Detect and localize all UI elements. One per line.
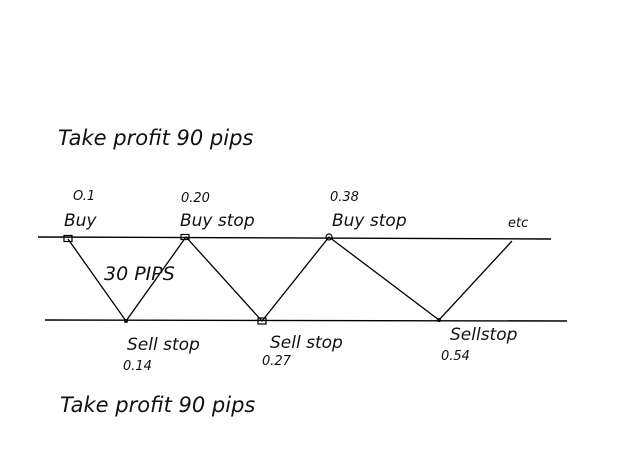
- order-label-sellstop: Sellstop: [450, 325, 518, 345]
- order-lot-buy: O.1: [73, 189, 96, 204]
- order-label-sell-stop-2: Sell stop: [270, 333, 343, 353]
- order-lot-sellstop: 0.54: [441, 349, 470, 364]
- take-profit-bottom-label: Take profit 90 pips: [60, 393, 256, 417]
- order-label-buy-stop-2: Buy stop: [332, 211, 407, 231]
- order-label-buy: Buy: [64, 211, 97, 231]
- order-lot-buy-stop-1: 0.20: [181, 191, 210, 206]
- buy-stop-marker-2: [325, 233, 333, 241]
- sell-stop-marker-1: [124, 319, 128, 323]
- order-label-buy-stop-1: Buy stop: [180, 211, 255, 231]
- spacing-label: 30 PIPS: [104, 263, 175, 285]
- upper-level-line: [37, 236, 552, 240]
- sellstop-marker: [437, 318, 441, 322]
- lower-level-line: [44, 319, 568, 322]
- etc-label: etc: [508, 216, 529, 231]
- order-lot-sell-stop-2: 0.27: [262, 354, 291, 369]
- order-lot-buy-stop-2: 0.38: [330, 190, 359, 205]
- take-profit-top-label: Take profit 90 pips: [58, 126, 254, 150]
- buy-stop-marker-1: [180, 233, 190, 241]
- order-label-sell-stop-1: Sell stop: [127, 335, 200, 355]
- buy-marker: [63, 234, 73, 243]
- sell-stop-marker-2: [257, 317, 267, 325]
- order-lot-sell-stop-1: 0.14: [123, 359, 152, 374]
